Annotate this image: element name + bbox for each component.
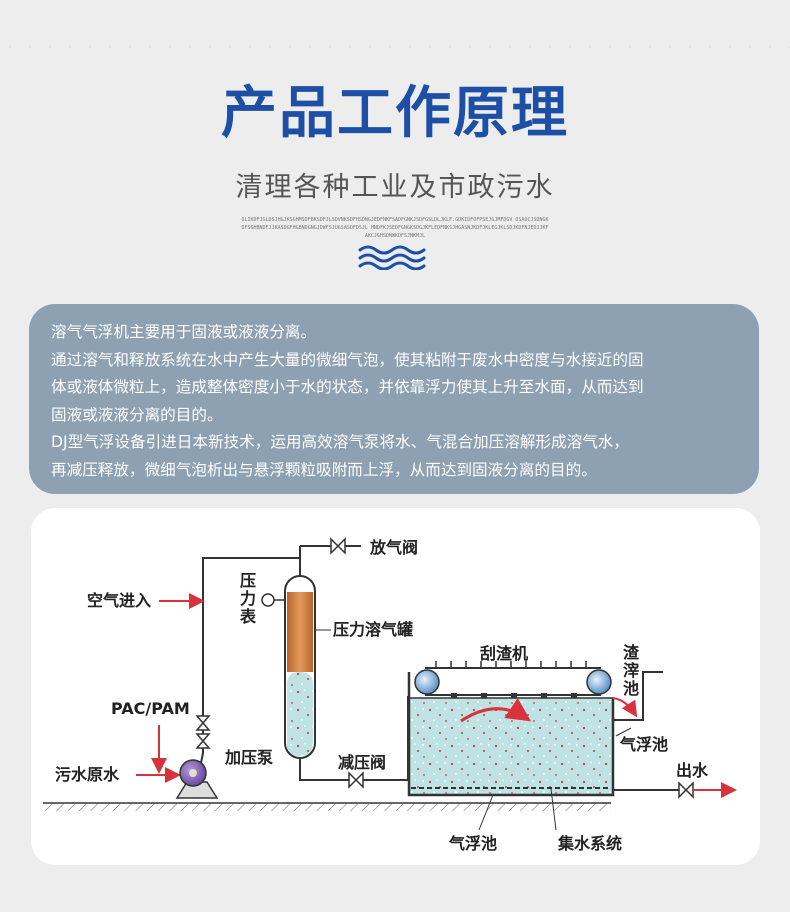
scraper-label: 刮渣机 (480, 644, 528, 663)
scraper-icon (414, 661, 612, 698)
decorative-dots (0, 40, 790, 54)
sludge-tank-label-2: 滓 (623, 661, 639, 680)
pac-pam-label: PAC/PAM (111, 699, 190, 718)
outlet-label: 出水 (676, 761, 709, 780)
collection-system-label: 集水系统 (557, 834, 622, 853)
sludge-tank-label-1: 渣 (623, 643, 640, 662)
process-diagram: 放气阀 空气进入 压 力 表 压力溶气罐 刮渣机 渣 滓 池 PAC/PAM 加… (43, 537, 737, 853)
page-subtitle: 清理各种工业及市政污水 (235, 172, 555, 203)
ground (43, 802, 611, 811)
sludge-tank-label-3: 池 (623, 679, 639, 698)
pump-icon (175, 759, 219, 799)
flotation-tank (407, 672, 615, 797)
description-line: DJ型气浮设备引进日本新技术，运用高效溶气泵将水、气混合加压溶解形成溶气水， (51, 433, 629, 451)
description-line: 固液或液液分离的目的。 (51, 405, 223, 424)
relief-valve-icon (348, 771, 364, 789)
tank-label: 压力溶气罐 (333, 620, 413, 639)
description-line: 再减压释放，微细气泡析出与悬浮颗粒吸附而上浮，从而达到固液分离的目的。 (51, 460, 597, 479)
description-line: 通过溶气和释放系统在水中产生大量的微细气泡，使其粘附于废水中密度与水接近的固 (51, 350, 644, 369)
description-box: 溶气气浮机主要用于固液或液液分离。 通过溶气和释放系统在水中产生大量的微细气泡，… (29, 304, 759, 494)
flotation-tank-label-right: 气浮池 (619, 735, 668, 754)
pressure-gauge-label-2: 力 (240, 589, 256, 608)
description-line: 体或液体微粒上，造成整体密度小于水的状态，并依靠浮力使其上升至水面，从而达到 (51, 378, 644, 396)
raw-water-label: 污水原水 (55, 765, 120, 784)
flotation-tank-label-bottom: 气浮池 (448, 834, 497, 853)
process-diagram-card: 放气阀 空气进入 压 力 表 压力溶气罐 刮渣机 渣 滓 池 PAC/PAM 加… (31, 508, 760, 865)
description-line: 溶气气浮机主要用于固液或液液分离。 (51, 323, 317, 341)
relief-valve-label: 减压阀 (338, 753, 386, 772)
waves-icon (358, 245, 426, 270)
pressure-tank (284, 564, 316, 759)
pump-label: 加压泵 (224, 748, 273, 767)
outlet-valve-icon (678, 781, 694, 799)
pressure-gauge-label-3: 表 (239, 607, 257, 626)
pump-valve-icon (195, 715, 211, 749)
flow-arrow (460, 698, 531, 723)
pressure-gauge-label-1: 压 (240, 571, 256, 590)
decorative-fine-print: OLIKDFJGLDSJHGJKSGHMSDFBKSDFJLSDVNKSDFHS… (241, 217, 549, 239)
vent-valve-icon (330, 537, 346, 555)
vent-valve-label: 放气阀 (369, 538, 418, 557)
air-inlet-label: 空气进入 (87, 591, 151, 610)
sludge-arrow (612, 697, 638, 718)
page-title: 产品工作原理 (221, 81, 569, 146)
pressure-gauge-icon (261, 593, 285, 607)
